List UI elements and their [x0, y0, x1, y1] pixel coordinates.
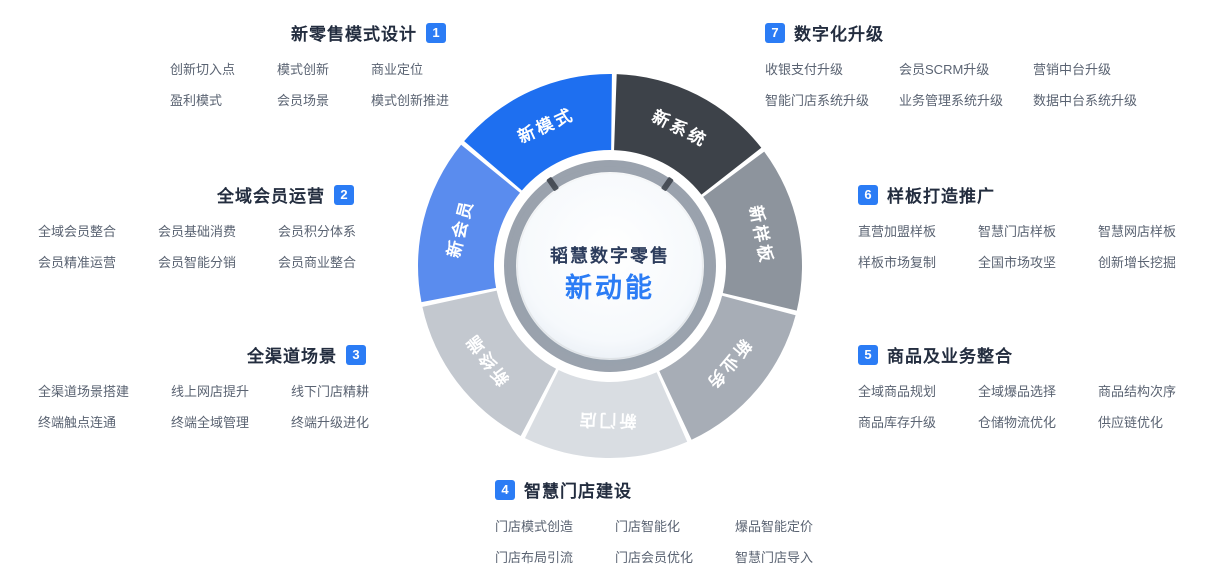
section-item: 智慧门店样板	[978, 224, 1057, 239]
ring-tick	[546, 177, 559, 191]
center-subtitle: 新动能	[565, 272, 655, 303]
section-2: 全域会员运营 2 全域会员整合 会员基础消费 会员积分体系会员精准运营 会员智能分销 会员商…	[38, 182, 358, 271]
section-items: 收银支付升级 会员SCRM升级 营销中台升级智能门店系统升级 业务管理系统升级 数据中台…	[765, 59, 1165, 109]
section-items: 全域会员整合 会员基础消费 会员积分体系会员精准运营 会员智能分销 会员商业整合	[38, 221, 358, 271]
section-item: 营销中台升级	[1033, 62, 1112, 77]
section-item: 会员精准运营	[38, 255, 117, 270]
wheel-ring	[504, 160, 716, 372]
section-item: 业务管理系统升级	[899, 93, 1004, 108]
section-number-badge: 6	[858, 184, 878, 205]
section-item: 会员基础消费	[158, 224, 237, 239]
section-items: 直营加盟样板 智慧门店样板 智慧网店样板样板市场复制 全国市场攻坚 创新增长挖掘	[858, 221, 1188, 271]
section-item: 直营加盟样板	[858, 224, 937, 239]
section-item: 盈利模式	[170, 93, 223, 108]
section-number-badge: 5	[858, 344, 878, 365]
section-item: 爆品智能定价	[735, 519, 814, 534]
section-item: 门店会员优化	[615, 550, 694, 565]
section-item: 创新切入点	[170, 62, 236, 77]
section-item: 智能门店系统升级	[765, 93, 870, 108]
wheel-center	[518, 174, 702, 358]
section-title: 数字化升级	[794, 25, 884, 44]
section-item: 全域爆品选择	[978, 384, 1057, 399]
section-item: 线上网店提升	[171, 384, 250, 399]
section-item: 智慧门店导入	[735, 550, 814, 565]
section-6: 6 样板打造推广直营加盟样板 智慧门店样板 智慧网店样板样板市场复制 全国市场攻坚 创新增…	[858, 182, 1188, 271]
section-number-badge: 2	[334, 184, 354, 205]
section-item: 门店模式创造	[495, 519, 574, 534]
section-title: 新零售模式设计	[291, 25, 417, 44]
section-items: 创新切入点 模式创新 商业定位盈利模式 会员场景 模式创新推进	[170, 59, 450, 109]
wheel-segment-label: 新门店	[576, 410, 636, 431]
section-item: 供应链优化	[1098, 415, 1164, 430]
section-item: 样板市场复制	[858, 255, 937, 270]
section-item: 线下门店精耕	[291, 384, 370, 399]
section-title-row: 全渠道场景 3	[38, 342, 370, 367]
section-item: 会员SCRM升级	[899, 62, 990, 77]
section-title-row: 6 样板打造推广	[858, 182, 1188, 207]
section-items: 全域商品规划 全域爆品选择 商品结构次序商品库存升级 仓储物流优化 供应链优化	[858, 381, 1178, 431]
section-item: 数据中台系统升级	[1033, 93, 1138, 108]
section-title: 商品及业务整合	[887, 347, 1013, 366]
section-item: 会员智能分销	[158, 255, 237, 270]
section-3: 全渠道场景 3 全渠道场景搭建 线上网店提升 线下门店精耕终端触点连通 终端全域管理 终端升…	[38, 342, 370, 431]
ring-tick	[661, 177, 674, 191]
section-item: 终端触点连通	[38, 415, 117, 430]
section-item: 会员商业整合	[278, 255, 357, 270]
wheel-segment-新终端	[422, 290, 557, 436]
section-title-row: 5 商品及业务整合	[858, 342, 1178, 367]
wheel-container: 新系统新样板新业务新门店新终端新会员新模式 韬慧数字零售 新动能	[410, 66, 810, 466]
section-item: 门店布局引流	[495, 550, 574, 565]
section-number-badge: 3	[346, 344, 366, 365]
section-title: 全渠道场景	[247, 347, 337, 366]
wheel-segment-新会员	[418, 144, 521, 303]
section-item: 商品库存升级	[858, 415, 937, 430]
section-title-row: 新零售模式设计 1	[170, 20, 450, 45]
section-item: 模式创新推进	[371, 93, 450, 108]
section-number-badge: 4	[495, 479, 515, 500]
section-items: 全渠道场景搭建 线上网店提升 线下门店精耕终端触点连通 终端全域管理 终端升级进化	[38, 381, 370, 431]
section-title: 全域会员运营	[217, 187, 325, 206]
wheel-segment-新业务	[659, 295, 796, 440]
section-item: 商业定位	[371, 62, 424, 77]
section-item: 商品结构次序	[1098, 384, 1177, 399]
section-item: 会员积分体系	[278, 224, 357, 239]
section-title-row: 全域会员运营 2	[38, 182, 358, 207]
section-item: 全国市场攻坚	[978, 255, 1057, 270]
section-item: 收银支付升级	[765, 62, 844, 77]
ring-ticks	[546, 177, 674, 191]
section-item: 全渠道场景搭建	[38, 384, 130, 399]
wheel-segment-新模式	[464, 74, 612, 191]
section-item: 终端全域管理	[171, 415, 250, 430]
section-number-badge: 7	[765, 22, 785, 43]
section-item: 仓储物流优化	[978, 415, 1057, 430]
section-title: 样板打造推广	[887, 187, 995, 206]
section-item: 智慧网店样板	[1098, 224, 1177, 239]
section-item: 模式创新	[277, 62, 330, 77]
section-item: 终端升级进化	[291, 415, 370, 430]
wheel-segment-新系统	[614, 74, 762, 195]
section-item: 创新增长挖掘	[1098, 255, 1177, 270]
section-4: 4 智慧门店建设门店模式创造 门店智能化 爆品智能定价门店布局引流 门店会员优化 智慧门店…	[495, 477, 825, 566]
section-item: 全域商品规划	[858, 384, 937, 399]
section-title: 智慧门店建设	[524, 482, 632, 501]
wheel-segment-新门店	[524, 370, 688, 459]
section-item: 全域会员整合	[38, 224, 117, 239]
section-5: 5 商品及业务整合全域商品规划 全域爆品选择 商品结构次序商品库存升级 仓储物流优化 供应…	[858, 342, 1178, 431]
section-title-row: 4 智慧门店建设	[495, 477, 825, 502]
section-7: 7 数字化升级收银支付升级 会员SCRM升级 营销中台升级智能门店系统升级 业务管理系统…	[765, 20, 1165, 109]
wheel-segment-新样板	[703, 151, 803, 311]
section-item: 门店智能化	[615, 519, 681, 534]
section-number-badge: 1	[426, 22, 446, 43]
section-item: 会员场景	[277, 93, 330, 108]
section-items: 门店模式创造 门店智能化 爆品智能定价门店布局引流 门店会员优化 智慧门店导入	[495, 516, 825, 566]
section-1: 新零售模式设计 1 创新切入点 模式创新 商业定位盈利模式 会员场景 模式创新推进	[170, 20, 450, 109]
section-title-row: 7 数字化升级	[765, 20, 1165, 45]
center-title: 韬慧数字零售	[550, 245, 670, 266]
